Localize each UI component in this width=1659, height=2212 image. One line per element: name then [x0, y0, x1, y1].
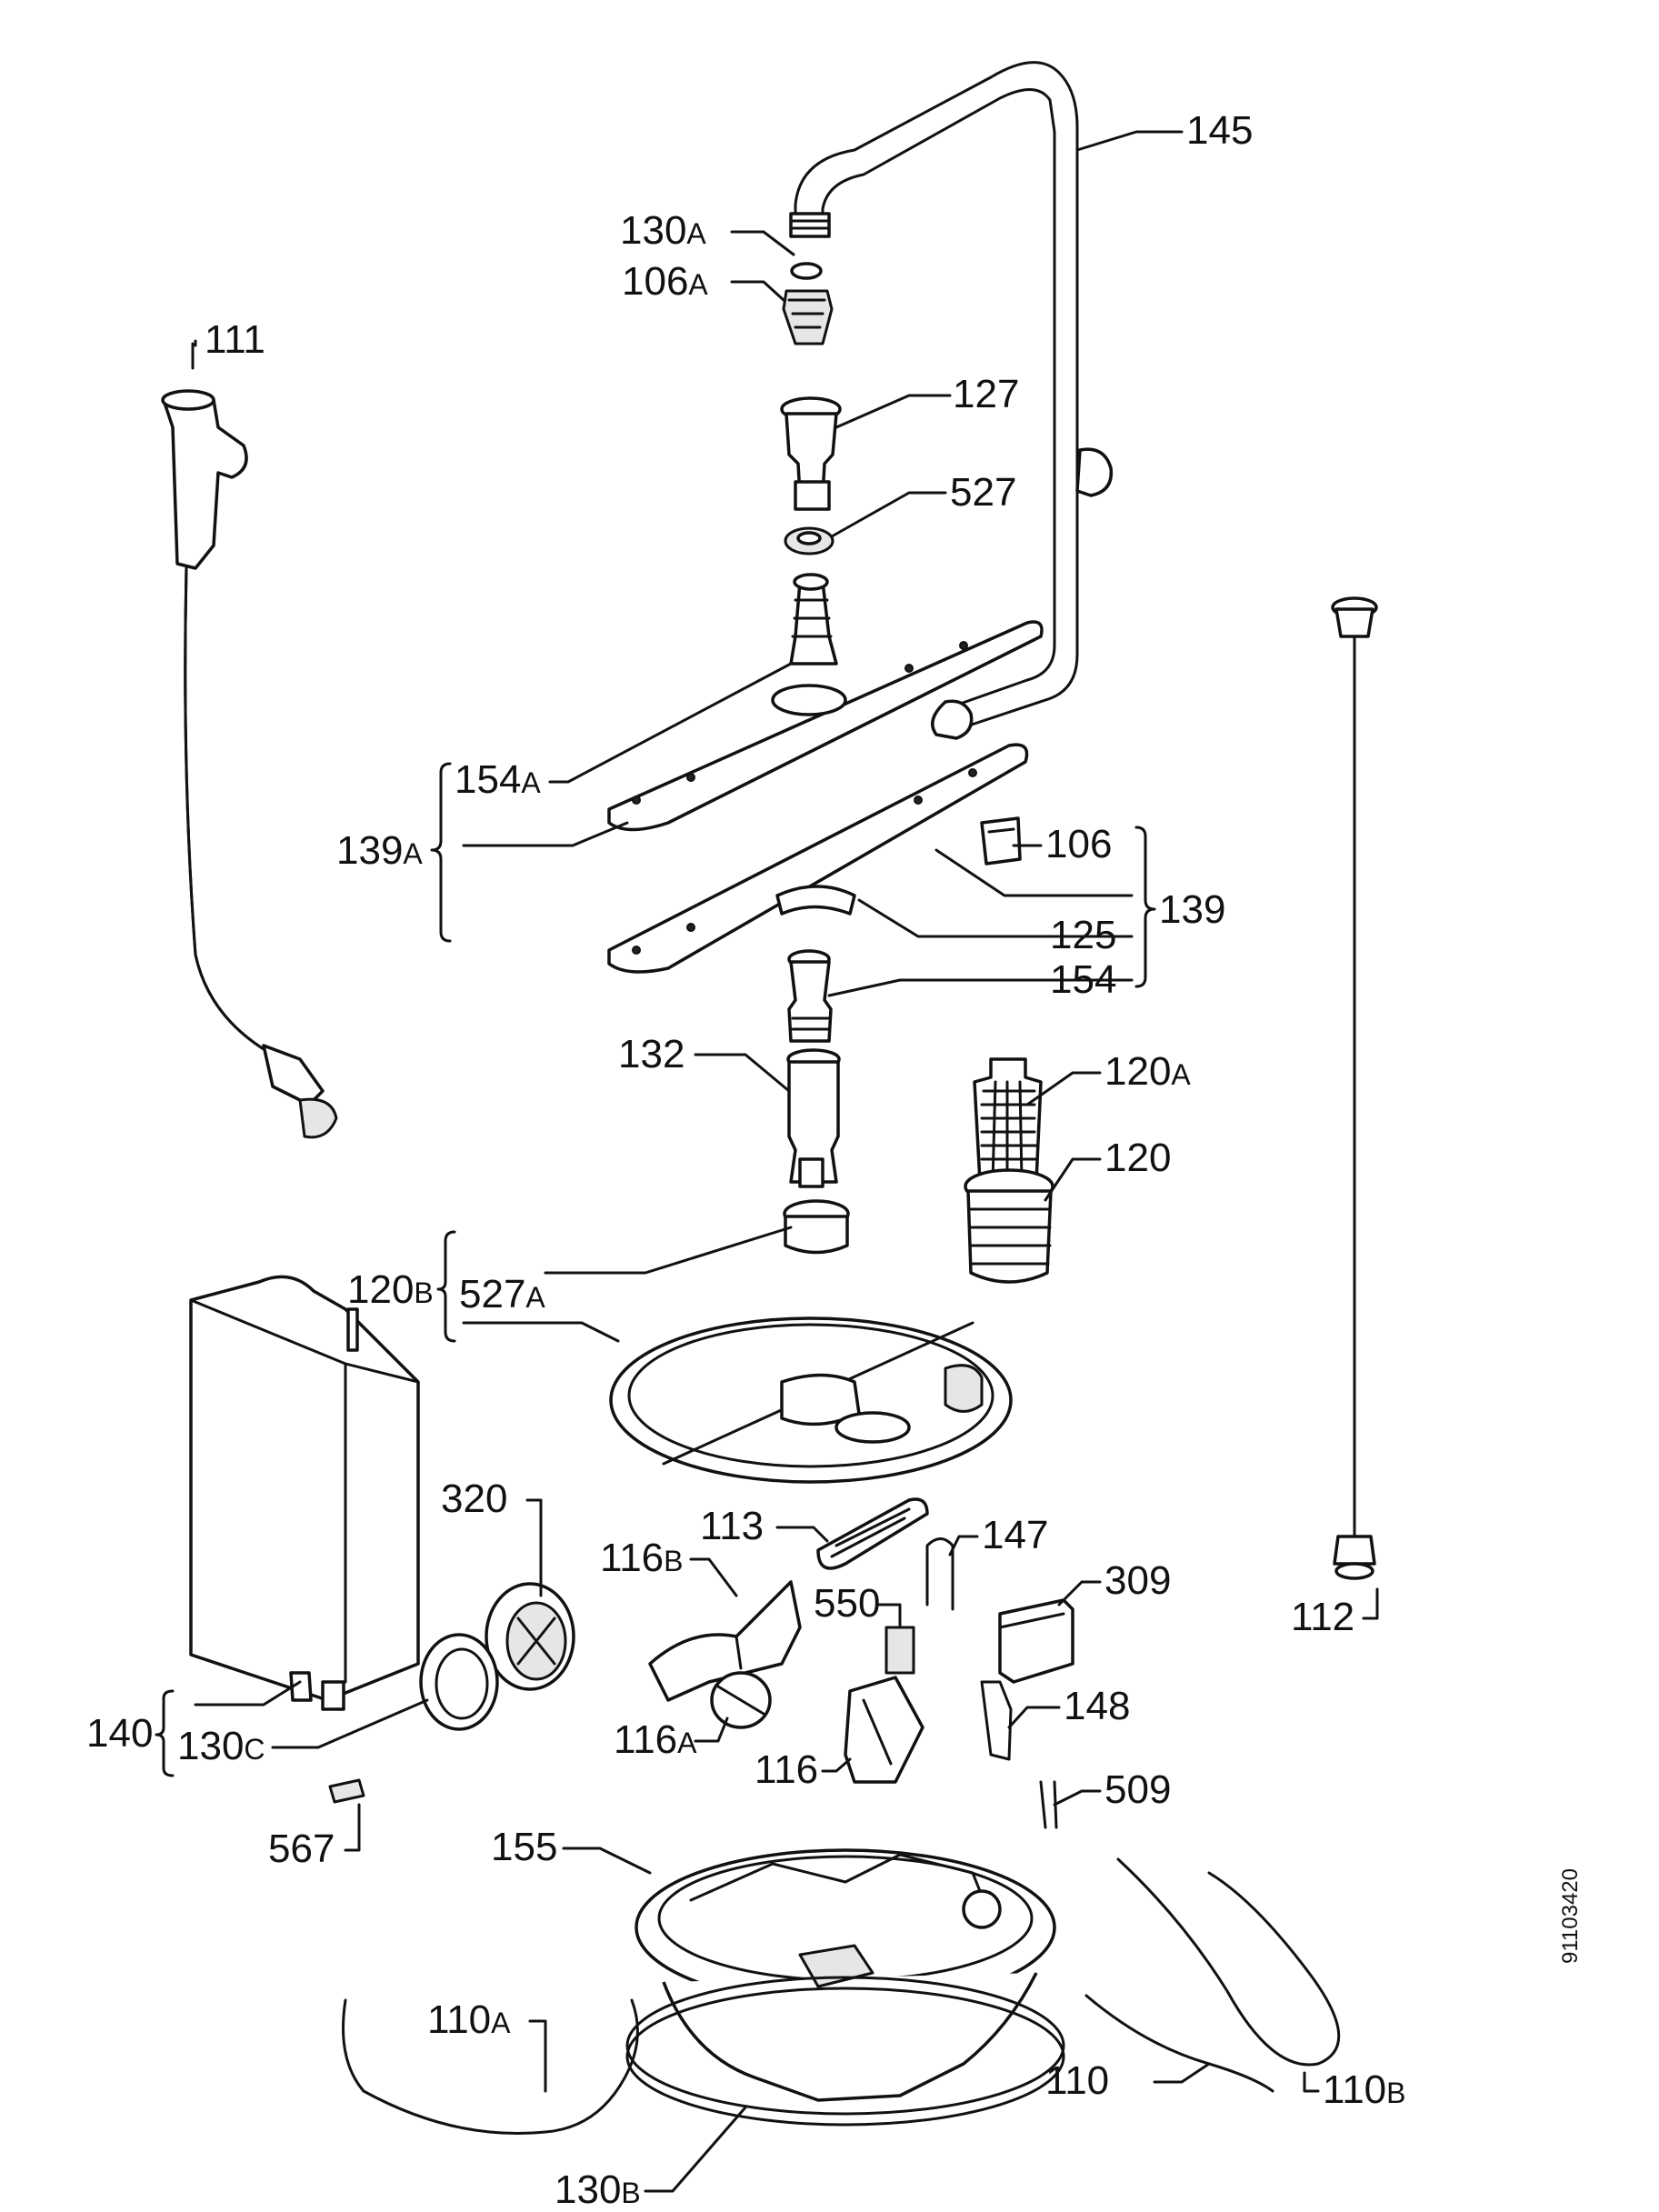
part-110b-hose [1116, 1857, 1341, 2067]
reference-code: 91103420 [1558, 1868, 1583, 1964]
label-120a: 120A [1104, 1049, 1191, 1094]
label-527: 527 [950, 470, 1016, 515]
label-111: 111 [205, 317, 265, 362]
part-145-supply-pipe [789, 61, 1114, 740]
label-154: 154 [1050, 957, 1116, 1002]
label-116a: 116A [614, 1717, 697, 1762]
part-120b-filter-plate [609, 1316, 1013, 1484]
label-116: 116 [755, 1747, 818, 1792]
label-113: 113 [700, 1504, 764, 1548]
part-111-inlet-hose [161, 389, 338, 1139]
part-309-cap [998, 1598, 1074, 1684]
label-110b: 110B [1323, 2067, 1406, 2112]
part-110-hose [1084, 1994, 1274, 2093]
label-130b: 130B [555, 2167, 641, 2212]
part-139-lower-spray-arm [607, 743, 1029, 974]
label-130a: 130A [620, 208, 706, 253]
label-140: 140 [86, 1711, 153, 1756]
part-120-coarse-filter [964, 1168, 1054, 1284]
label-509: 509 [1104, 1767, 1171, 1812]
label-125: 125 [1050, 913, 1116, 957]
part-527-ring [784, 526, 834, 556]
part-113-heater [816, 1497, 929, 1570]
part-567-clip [328, 1778, 365, 1804]
part-106a-nut [782, 289, 834, 345]
label-147: 147 [982, 1513, 1048, 1557]
label-148: 148 [1064, 1684, 1130, 1728]
part-148-link [980, 1680, 1013, 1761]
label-527a: 527A [459, 1272, 545, 1316]
part-110a-hose [342, 1998, 639, 2136]
part-116b-valve [648, 1580, 802, 1702]
label-120b: 120B [347, 1267, 434, 1312]
label-154a: 154A [455, 757, 541, 802]
part-127-connector [780, 396, 842, 511]
leader-lines [155, 130, 1379, 2193]
label-127: 127 [953, 372, 1019, 416]
part-130c-seal [419, 1633, 499, 1731]
part-320-seal [485, 1582, 575, 1691]
part-130b-gasket [625, 1976, 1065, 2127]
label-320: 320 [441, 1476, 507, 1521]
label-309: 309 [1104, 1558, 1171, 1603]
label-145: 145 [1186, 108, 1253, 153]
label-567: 567 [268, 1827, 335, 1871]
label-110a: 110A [427, 1997, 511, 2042]
part-550-block [884, 1626, 915, 1675]
label-139: 139 [1159, 887, 1225, 932]
label-106a: 106A [622, 259, 708, 304]
part-106-clip [980, 816, 1022, 866]
part-132-pipe [786, 1048, 841, 1188]
part-116-valve [844, 1676, 924, 1784]
label-106: 106 [1045, 822, 1112, 866]
label-130c: 130C [177, 1724, 265, 1768]
part-112-drain-hose [1331, 596, 1378, 1580]
label-132: 132 [618, 1032, 685, 1076]
part-116a-valve [710, 1671, 772, 1729]
label-110: 110 [1045, 2058, 1109, 2103]
part-140-water-softener [189, 1275, 420, 1711]
part-155-sump [635, 1848, 1056, 2102]
part-154-bearing [787, 949, 833, 1043]
part-147-spring [925, 1537, 954, 1611]
label-120: 120 [1104, 1136, 1171, 1180]
label-550: 550 [814, 1581, 880, 1626]
label-155: 155 [491, 1825, 557, 1869]
part-120a-fine-filter [973, 1057, 1043, 1184]
label-139a: 139A [336, 828, 423, 873]
label-116b: 116B [600, 1536, 684, 1580]
part-130a-o-ring [790, 262, 823, 280]
label-112: 112 [1291, 1595, 1354, 1639]
part-527a-ring [783, 1199, 850, 1255]
part-labels: 145 130A 106A 111 127 527 154A 139A 106 … [86, 108, 1583, 2212]
